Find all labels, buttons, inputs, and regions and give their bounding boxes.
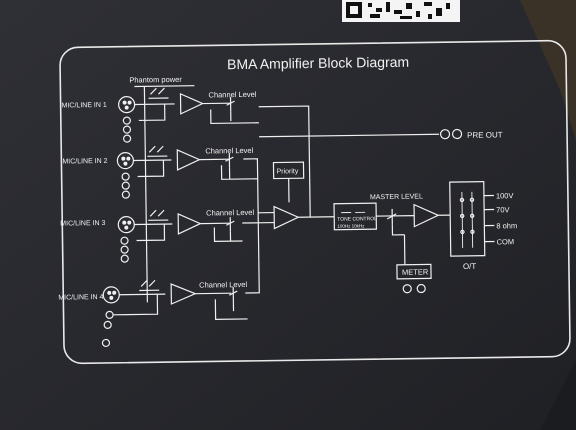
panel-border <box>59 39 571 365</box>
output-8ohm: 8 ohm <box>496 221 517 230</box>
channel-level-label-2: Channel Level <box>205 146 253 156</box>
potentiometer-icon <box>225 153 234 168</box>
input-4-label: MIC/LINE IN 4 <box>58 294 103 302</box>
transformer-icon <box>449 181 486 257</box>
phantom-power-label: Phantom power <box>129 75 182 85</box>
pre-out-jack-2 <box>451 128 463 140</box>
potentiometer-icon <box>229 287 238 302</box>
input-2-label: MIC/LINE IN 2 <box>62 158 107 166</box>
tone-control-freq: 100Hz 10kHz <box>337 223 365 228</box>
meter-label: METER <box>402 267 429 276</box>
channel-2-path: MIC/LINE IN 2 Channel Level <box>62 145 260 261</box>
xlr-jack-icon <box>118 96 136 114</box>
output-70v: 70V <box>496 205 509 214</box>
amplifier-triangle-icon <box>413 203 440 228</box>
amplifier-triangle-icon <box>176 148 201 171</box>
table-edge <box>520 0 576 140</box>
meter-box <box>396 263 432 280</box>
amplifier-triangle-icon <box>177 212 202 235</box>
switch-icon <box>148 87 169 99</box>
pre-out-jack-1 <box>439 129 451 140</box>
channel-4-path: MIC/LINE IN 4 Channel Level <box>58 260 260 348</box>
meter-led-2 <box>416 283 426 294</box>
channel-level-label-1: Channel Level <box>208 90 256 100</box>
channel-1-path: MIC/LINE IN 1 Channel Level <box>62 87 311 167</box>
switch-icon <box>139 279 160 292</box>
diagram-title: BMA Amplifier Block Diagram <box>227 54 409 73</box>
input-3-label: MIC/LINE IN 3 <box>60 220 105 228</box>
amplifier-triangle-icon <box>170 283 197 305</box>
amplifier-triangle-icon <box>179 92 205 115</box>
pre-out-label: PRE OUT <box>467 130 503 139</box>
channel-level-label-4: Channel Level <box>199 280 247 290</box>
master-level-label: MASTER LEVEL <box>370 193 423 201</box>
output-com: COM <box>497 237 515 246</box>
channel-level-label-3: Channel Level <box>206 208 254 218</box>
potentiometer-icon <box>386 208 397 225</box>
input-1-label: MIC/LINE IN 1 <box>62 102 107 110</box>
xlr-jack-icon <box>117 216 135 234</box>
output-100v: 100V <box>496 191 514 200</box>
switch-icon <box>147 145 168 157</box>
tone-control-label: TONE CONTROL <box>337 216 377 223</box>
channel-3-path: MIC/LINE IN 3 Channel Level <box>60 208 259 263</box>
potentiometer-icon <box>226 97 235 112</box>
amplifier-triangle-icon <box>273 205 300 230</box>
potentiometer-icon <box>226 217 235 232</box>
switch-icon <box>148 209 169 221</box>
transformer-label: O/T <box>463 262 477 271</box>
meter-led-1 <box>402 284 412 294</box>
qr-code-icon <box>342 0 460 22</box>
pre-out-line <box>259 133 440 138</box>
priority-label: Priority <box>277 168 299 175</box>
